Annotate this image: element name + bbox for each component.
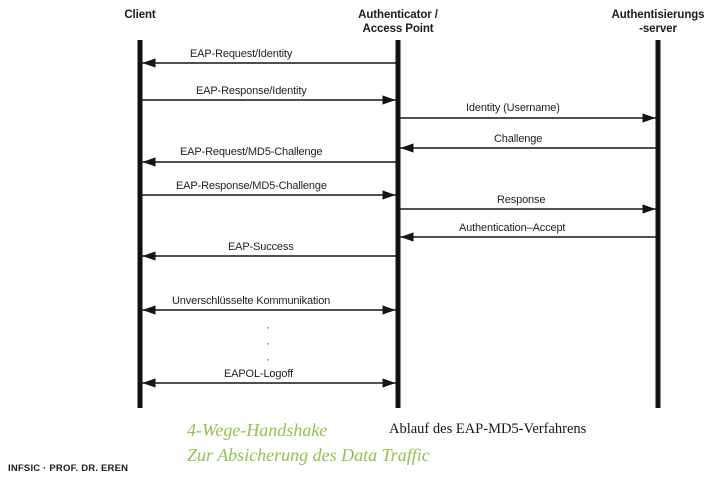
continuation-dots-column: · · ·: [248, 320, 288, 368]
arrowhead-left-m11: [142, 378, 156, 388]
actor-label-auth-server: Authentisierungs -server: [611, 9, 705, 35]
arrowhead-left-m9: [142, 251, 156, 261]
lifelines-group: [137, 40, 661, 408]
continuation-dot: ·: [266, 354, 270, 366]
continuation-dot: ·: [266, 338, 270, 350]
arrowhead-right-m7: [642, 204, 656, 214]
message-label-m2: EAP-Response/Identity: [196, 85, 307, 97]
message-arrows-group: [142, 58, 656, 388]
arrowhead-left-m8: [400, 232, 414, 242]
message-label-m9: EAP-Success: [228, 241, 294, 253]
arrowhead-right-m10: [382, 305, 396, 315]
actor-label-client: Client: [124, 9, 156, 21]
actor-label-authenticator: Authenticator / Access Point: [358, 9, 438, 35]
message-label-m8: Authentication–Accept: [459, 222, 566, 234]
arrowhead-left-m4: [400, 143, 414, 153]
diagram-title-caption: Ablauf des EAP-MD5-Verfahrens: [389, 421, 587, 437]
message-label-m4: Challenge: [494, 133, 543, 145]
arrowhead-right-m3: [642, 113, 656, 123]
lifeline-auth-server: [655, 40, 661, 408]
arrowhead-right-m11: [382, 378, 396, 388]
message-label-m5: EAP-Request/MD5-Challenge: [180, 146, 323, 158]
message-label-m6: EAP-Response/MD5-Challenge: [176, 180, 327, 192]
arrowhead-left-m1: [142, 58, 156, 68]
arrowhead-left-m5: [142, 157, 156, 167]
message-label-m11: EAPOL-Logoff: [224, 368, 293, 380]
arrowhead-left-m10: [142, 305, 156, 315]
caption-green-line-2: Zur Absicherung des Data Traffic: [187, 445, 430, 465]
lifeline-client: [137, 40, 143, 408]
message-label-m10: Unverschlüsselte Kommunikation: [172, 295, 331, 307]
message-label-m3: Identity (Username): [466, 102, 560, 114]
arrowhead-right-m2: [382, 95, 396, 105]
caption-green-line-1: 4-Wege-Handshake: [187, 420, 328, 440]
message-label-m1: EAP-Request/Identity: [190, 48, 293, 60]
continuation-dot: ·: [266, 322, 270, 334]
arrowhead-right-m6: [382, 190, 396, 200]
message-label-m7: Response: [497, 194, 546, 206]
footer-institution-label: INFSIC · PROF. DR. EREN: [8, 463, 129, 474]
lifeline-authenticator: [395, 40, 401, 408]
